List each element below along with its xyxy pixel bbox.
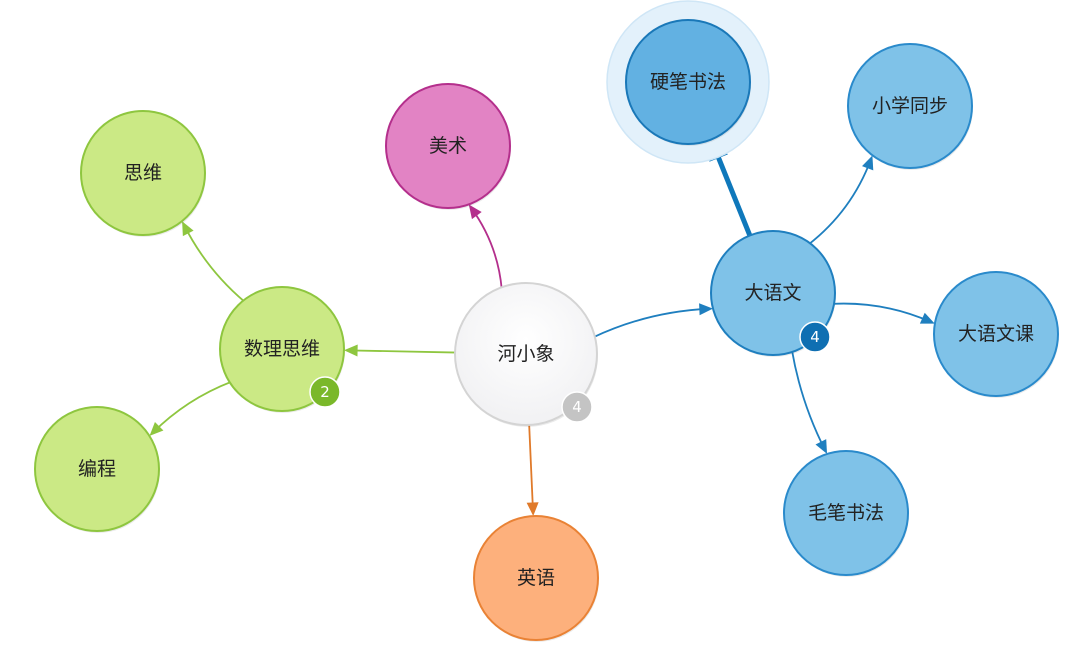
arrowhead-icon: [149, 422, 164, 436]
arrowhead-icon: [182, 221, 194, 237]
node-circle[interactable]: [933, 271, 1059, 397]
node-label: 硬笔书法: [650, 71, 726, 93]
badge-count: 4: [810, 328, 820, 346]
node-label: 英语: [517, 567, 555, 589]
node-course[interactable]: 大语文课: [933, 271, 1059, 398]
node-art[interactable]: 美术: [385, 83, 511, 210]
badge-circle: [799, 321, 831, 353]
node-chinese[interactable]: 大语文 4: [710, 230, 836, 357]
node-circle[interactable]: [783, 450, 909, 576]
edge-english: [528, 422, 534, 513]
node-pen[interactable]: 硬笔书法: [606, 0, 770, 164]
badge-count: 4: [572, 398, 582, 416]
arrowhead-icon: [468, 204, 482, 220]
node-label: 大语文: [744, 282, 801, 304]
node-label: 小学同步: [872, 95, 948, 117]
node-label: 美术: [429, 135, 467, 157]
node-circle[interactable]: [219, 286, 345, 412]
node-circle[interactable]: [385, 83, 511, 209]
edge-chinese: [592, 307, 709, 339]
edge-code: [151, 380, 232, 434]
node-circle[interactable]: [473, 515, 599, 641]
node-label: 思维: [124, 162, 162, 184]
edge-brush: [791, 349, 827, 451]
arrowhead-icon: [526, 502, 539, 517]
edge-art: [470, 207, 503, 290]
node-brush[interactable]: 毛笔书法: [783, 450, 909, 577]
node-circle[interactable]: [625, 19, 751, 145]
node-label: 毛笔书法: [808, 502, 884, 524]
badge-circle: [561, 391, 593, 423]
node-circle[interactable]: [710, 230, 836, 356]
edge-sync: [807, 158, 872, 246]
node-circle[interactable]: [847, 43, 973, 169]
child-count-badge[interactable]: 4: [799, 321, 831, 353]
arrowhead-icon: [699, 303, 713, 316]
child-count-badge[interactable]: 4: [561, 391, 593, 423]
node-circle[interactable]: [80, 110, 206, 236]
node-label: 河小象: [497, 343, 554, 365]
child-count-badge[interactable]: 2: [309, 376, 341, 408]
edge-think: [183, 224, 246, 303]
arrowhead-icon: [919, 312, 935, 324]
node-root[interactable]: 河小象 4: [454, 282, 598, 427]
node-code[interactable]: 编程: [34, 406, 160, 533]
badge-circle: [309, 376, 341, 408]
node-think[interactable]: 思维: [80, 110, 206, 237]
node-label: 数理思维: [244, 338, 320, 360]
arrowhead-icon: [815, 439, 828, 454]
edge-course: [831, 302, 932, 323]
node-circle[interactable]: [454, 282, 598, 426]
node-sync[interactable]: 小学同步: [847, 43, 973, 170]
arrowhead-icon: [343, 344, 358, 357]
arrowhead-icon: [862, 155, 874, 171]
node-circle[interactable]: [34, 406, 160, 532]
node-math[interactable]: 数理思维 2: [219, 286, 345, 413]
node-english[interactable]: 英语: [473, 515, 599, 642]
edge-math: [347, 349, 458, 354]
node-label: 大语文课: [958, 323, 1034, 345]
node-label: 编程: [78, 458, 116, 480]
badge-count: 2: [320, 383, 330, 401]
